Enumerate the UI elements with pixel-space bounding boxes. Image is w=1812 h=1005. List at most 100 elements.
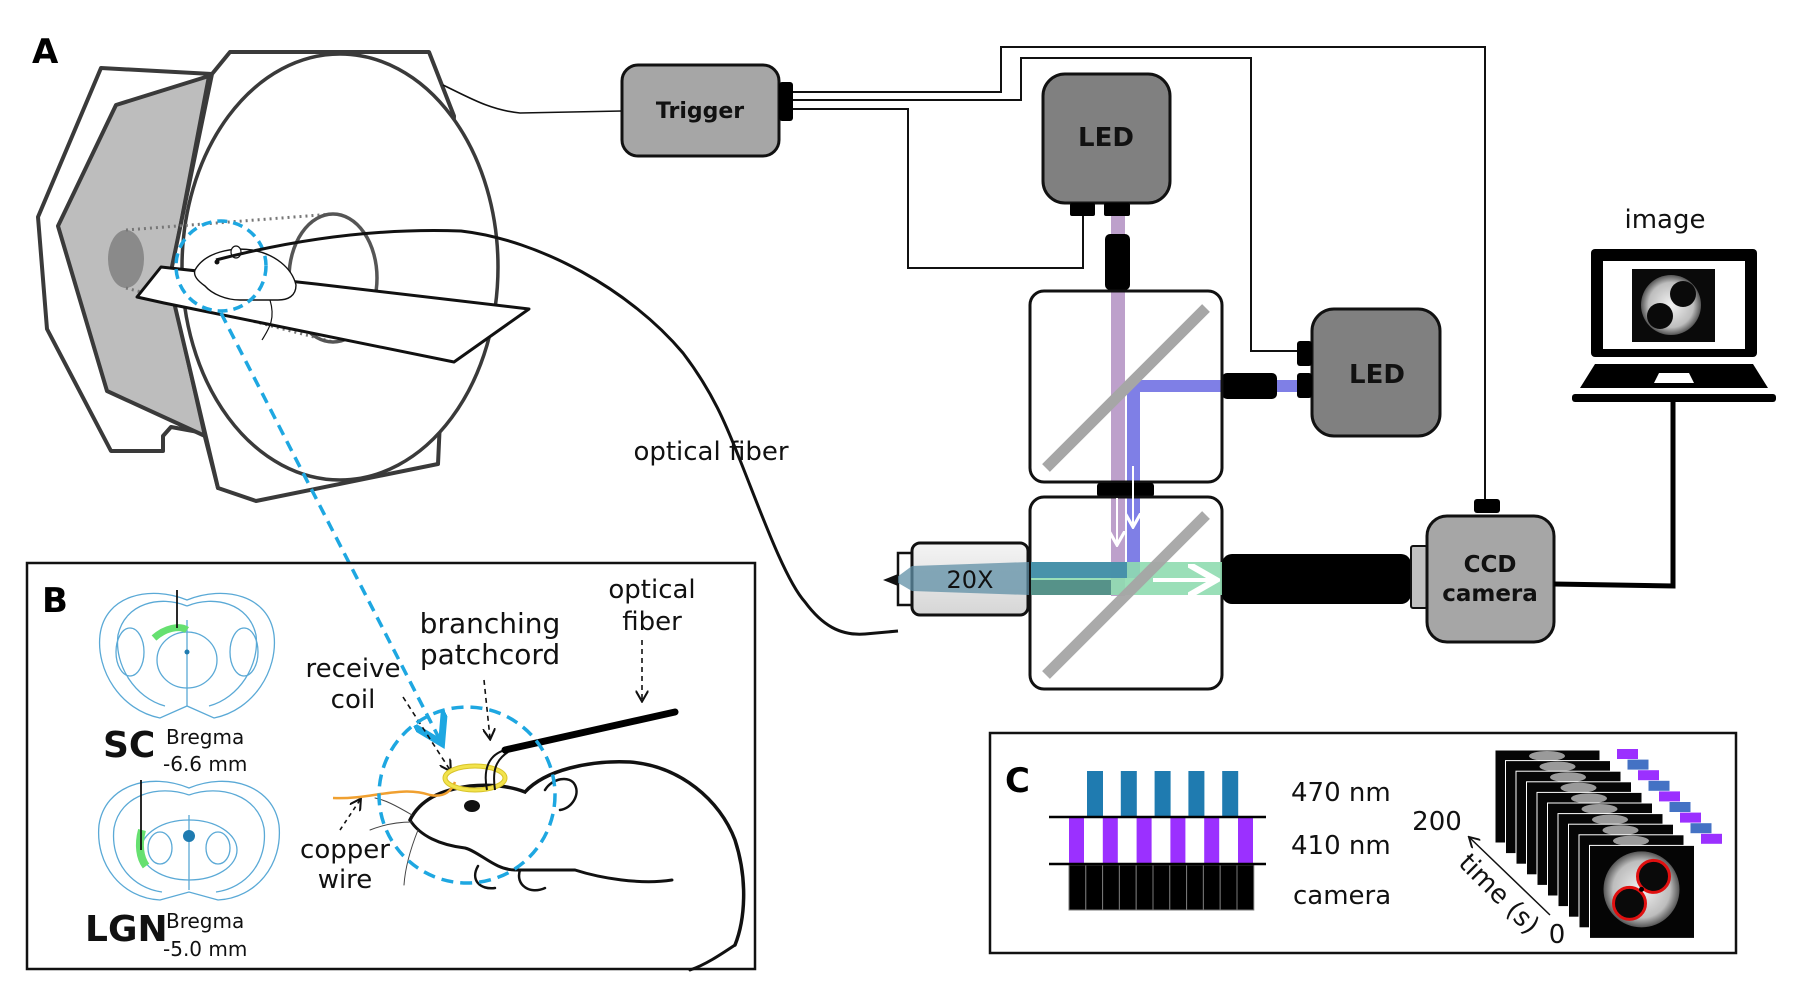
ccd-label-line2: camera	[1442, 581, 1538, 607]
pulse-camera-10	[1219, 864, 1238, 911]
cube-coupler	[1097, 483, 1154, 497]
tunnel-start	[108, 230, 144, 288]
label-copper: copper	[300, 835, 390, 865]
dichroic-mirror-lower	[1042, 511, 1210, 679]
pulse-410-nm-4	[1170, 818, 1186, 863]
bregma-label-sc: Bregma	[166, 725, 244, 749]
pulse-camera-9	[1202, 864, 1221, 911]
panel-a: A optical fiber	[32, 32, 1776, 740]
trigger-device: Trigger	[620, 63, 793, 158]
image-frame-stack	[1494, 749, 1695, 939]
frame-center-dot	[1639, 886, 1644, 892]
label-coil: coil	[331, 685, 376, 715]
brain-section-sc	[98, 592, 276, 719]
frame-tag-410	[1680, 812, 1701, 823]
arena-trigger-wire	[442, 84, 623, 114]
frame-brain-edge	[1560, 782, 1597, 793]
pulse-470-nm-2	[1120, 771, 1137, 817]
trigger-to-led-top-wire	[793, 108, 1084, 269]
pointer-patchcord	[484, 679, 490, 738]
panel-c: C 470 nm 410 nm camera 200 0 time (s)	[988, 731, 1738, 955]
zoom-region-circle-b	[377, 705, 557, 885]
pointer-copper-wire	[339, 800, 360, 831]
bregma-value-sc: -6.6 mm	[163, 752, 247, 776]
objective-label: 20X	[947, 566, 994, 594]
zoom-link-line	[219, 312, 440, 740]
frame-brain-edge	[1571, 793, 1607, 804]
frame-brain-edge	[1529, 751, 1565, 761]
copper-wire	[332, 781, 457, 800]
trigger-to-led-side-wire	[793, 57, 1297, 352]
pulse-camera-2	[1085, 864, 1104, 911]
frame-channel-tags	[1617, 749, 1722, 844]
pulse-470-nm-3	[1154, 771, 1171, 817]
camera-tube	[1222, 554, 1411, 604]
pulse-camera-7	[1169, 864, 1188, 911]
pulse-camera-8	[1186, 864, 1204, 911]
led-side-label: LED	[1349, 360, 1405, 390]
panel-b: B SC Bregma -6.6 mm	[25, 561, 757, 972]
pulse-410-nm-3	[1136, 818, 1152, 863]
region-label-lgn: LGN	[85, 909, 168, 950]
pointer-receive-coil	[402, 696, 450, 770]
dichroic-mirror-upper	[1042, 304, 1210, 472]
behavior-arena	[36, 50, 531, 503]
pulse-470-nm-4	[1188, 771, 1205, 817]
beam-excitation-dark	[1031, 580, 1111, 595]
timing-diagram	[1068, 771, 1255, 911]
label-branching: branching	[420, 607, 561, 640]
tunnel-top-edge	[125, 212, 334, 232]
frame-brain-edge	[1602, 825, 1639, 836]
frame-tag-470	[1669, 802, 1691, 812]
channel-label-410: 410 nm	[1291, 831, 1391, 861]
frame-brain-edge	[1539, 761, 1576, 772]
time-end-label: 200	[1412, 807, 1462, 837]
channel-label-camera: camera	[1293, 881, 1391, 911]
roi-circle	[1612, 885, 1647, 921]
frame-tag-410	[1701, 833, 1722, 844]
frame-tag-410	[1617, 749, 1638, 759]
arena-drum-rim	[180, 52, 500, 482]
frame-tag-410	[1638, 770, 1659, 781]
beam-410-upper	[1111, 216, 1125, 596]
channel-label-470: 470 nm	[1291, 778, 1391, 808]
bregma-label-lgn: Bregma	[166, 909, 244, 933]
frame-brain-edge	[1592, 814, 1628, 825]
label-receive: receive	[305, 654, 400, 684]
pulse-camera-5	[1135, 864, 1154, 911]
laptop-icon: image	[1572, 205, 1776, 402]
frame-tag-470	[1690, 823, 1712, 834]
branching-patchcord	[484, 749, 509, 791]
beam-excitation-teal	[1031, 562, 1127, 578]
brain-section-lgn	[98, 780, 280, 901]
ccd-camera: CCD camera	[1410, 499, 1556, 644]
panel-c-frame	[988, 731, 1738, 955]
label-optical: optical	[608, 575, 695, 605]
bregma-value-lgn: -5.0 mm	[163, 937, 247, 961]
led-side-fiber-connector	[1222, 373, 1277, 399]
led-top-label: LED	[1078, 123, 1134, 153]
computer-label: image	[1625, 205, 1706, 235]
led-top-fiber-connector	[1105, 234, 1130, 290]
pulse-410-nm-6	[1238, 818, 1253, 863]
trigger-to-camera-wire	[793, 46, 1486, 499]
panel-c-letter: C	[1005, 761, 1030, 801]
objective-lens: 20X	[883, 541, 1030, 617]
pulse-camera-11	[1236, 864, 1255, 911]
label-patchcord: patchcord	[420, 638, 560, 671]
trigger-label: Trigger	[656, 99, 744, 124]
label-wire: wire	[318, 865, 373, 895]
panel-a-letter: A	[32, 32, 59, 72]
pulse-470-nm-5	[1222, 771, 1239, 817]
label-fiber: fiber	[622, 607, 682, 637]
panel-b-letter: B	[42, 581, 68, 621]
time-axis-arrow	[1470, 838, 1551, 916]
implant-fiber	[501, 708, 679, 754]
pulse-camera-6	[1152, 864, 1171, 911]
time-start-label: 0	[1549, 920, 1566, 950]
frame-tag-470	[1627, 759, 1649, 770]
pulse-camera-4	[1118, 864, 1137, 911]
region-label-sc: SC	[103, 725, 155, 766]
frame-brain-edge	[1613, 835, 1649, 846]
